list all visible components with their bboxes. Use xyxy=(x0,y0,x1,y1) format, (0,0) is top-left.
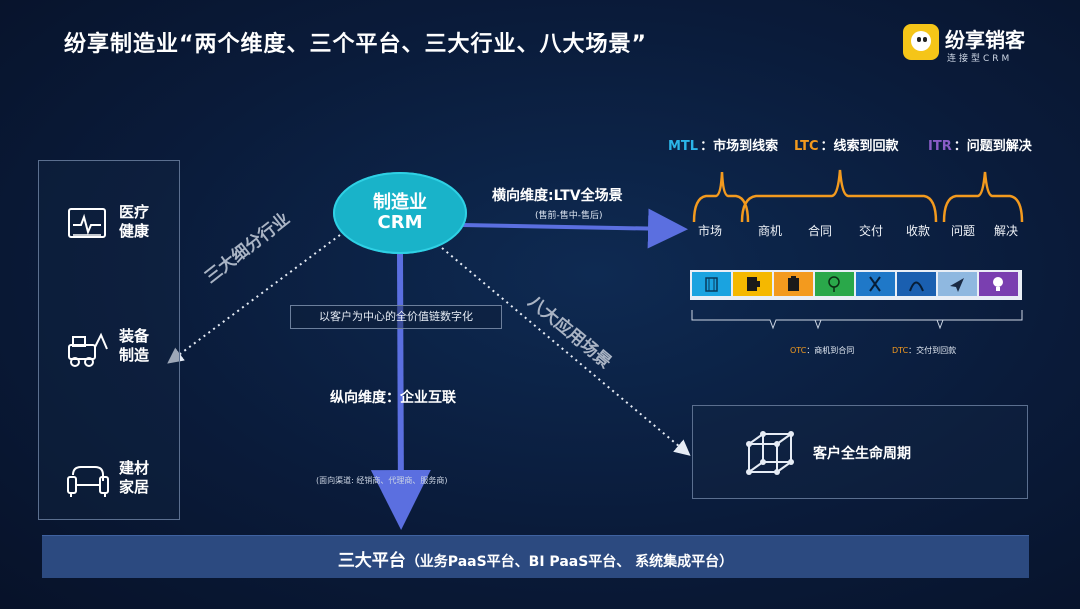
suitcase-icon xyxy=(692,272,731,296)
industry-equipment: 装备制造 xyxy=(39,321,179,381)
document-icon xyxy=(733,272,772,296)
otc-desc: ：商机到合同 xyxy=(806,346,855,355)
legend-desc: ：问题到解决 xyxy=(953,139,1032,154)
stage-label: 问题 xyxy=(951,224,976,238)
send-icon xyxy=(938,272,977,296)
mtl-brace xyxy=(692,171,750,223)
crm-center-node: 制造业 CRM xyxy=(333,172,467,254)
legend-desc: ：市场到线索 xyxy=(700,139,779,154)
logo-name: 纷享销客 xyxy=(945,28,1025,52)
handshake-icon xyxy=(856,272,895,296)
lower-braces xyxy=(691,310,1023,330)
brand-logo: 纷享销客 连接型CRM xyxy=(903,24,1053,68)
stage-label: 收款 xyxy=(906,224,931,238)
lifecycle-label: 客户全生命周期 xyxy=(813,446,911,462)
vertical-arrow xyxy=(370,253,431,530)
scenario-icon-strip xyxy=(690,270,1022,300)
stage-label: 解决 xyxy=(994,224,1019,238)
horizontal-dimension-label: 横向维度:LTV全场景 xyxy=(492,188,623,204)
logo-tagline: 连接型CRM xyxy=(947,54,1013,64)
dtc-key: DTC xyxy=(892,346,909,355)
platform-label: 三大平台（业务PaaS平台、BI PaaS平台、 系统集成平台） xyxy=(42,546,1029,571)
crm-node-line2: CRM xyxy=(377,212,423,233)
legend-itr: ITR：问题到解决 xyxy=(928,135,1032,154)
otc-key: OTC xyxy=(790,346,807,355)
excavator-icon xyxy=(68,332,108,367)
page-title: 纷享制造业“两个维度、三个平台、三大行业、八大场景” xyxy=(64,32,647,57)
stage-label: 交付 xyxy=(859,224,884,238)
channel-note: (面向渠道: 经销商、代理商、服务商) xyxy=(316,476,448,485)
legend-key: MTL xyxy=(668,139,699,154)
stage-label: 合同 xyxy=(808,224,833,238)
industry-building: 建材家居 xyxy=(39,453,179,513)
ltc-brace xyxy=(740,169,938,223)
legend-desc: ：线索到回款 xyxy=(820,139,899,154)
vertical-dimension-label: 纵向维度：企业互联 xyxy=(330,390,456,406)
platform-bar: 三大平台（业务PaaS平台、BI PaaS平台、 系统集成平台） xyxy=(42,535,1029,578)
stage-label: 商机 xyxy=(758,224,783,238)
sofa-icon xyxy=(67,466,109,497)
logo-mark-icon xyxy=(903,24,939,60)
chart-icon xyxy=(897,272,936,296)
dtc-label: DTC：交付到回款 xyxy=(892,345,956,356)
itr-brace xyxy=(942,171,1024,223)
scene-dotted-arrow xyxy=(441,247,691,456)
dtc-desc: ：交付到回款 xyxy=(908,346,957,355)
industry-label: 建材家居 xyxy=(119,459,150,496)
idea-icon xyxy=(979,272,1018,296)
value-chain-box: 以客户为中心的全价值链数字化 xyxy=(290,305,502,329)
industry-dotted-arrow xyxy=(167,234,341,364)
platform-detail: （业务PaaS平台、BI PaaS平台、 系统集成平台） xyxy=(405,554,734,570)
cube-icon xyxy=(746,431,794,475)
horizontal-dimension-sub: (售前-售中-售后) xyxy=(535,211,603,221)
horizontal-arrow xyxy=(461,208,688,249)
clipboard-icon xyxy=(774,272,813,296)
crm-node-line1: 制造业 xyxy=(373,192,427,213)
legend-key: LTC xyxy=(794,139,819,154)
industry-label: 装备制造 xyxy=(119,327,150,364)
legend-key: ITR xyxy=(928,139,952,154)
industry-label: 医疗健康 xyxy=(119,203,150,240)
medical-monitor-icon xyxy=(68,208,106,238)
legend-ltc: LTC：线索到回款 xyxy=(794,135,899,154)
otc-label: OTC：商机到合同 xyxy=(790,345,854,356)
legend-mtl: MTL：市场到线索 xyxy=(668,135,778,154)
stage-label: 市场 xyxy=(698,224,723,238)
industry-medical: 医疗健康 xyxy=(39,197,179,257)
lifecycle-box: 客户全生命周期 xyxy=(692,405,1028,499)
platform-main: 三大平台 xyxy=(337,551,406,571)
lightbulb-icon xyxy=(815,272,854,296)
industry-panel: 医疗健康 装备制造 建材家居 xyxy=(38,160,180,520)
